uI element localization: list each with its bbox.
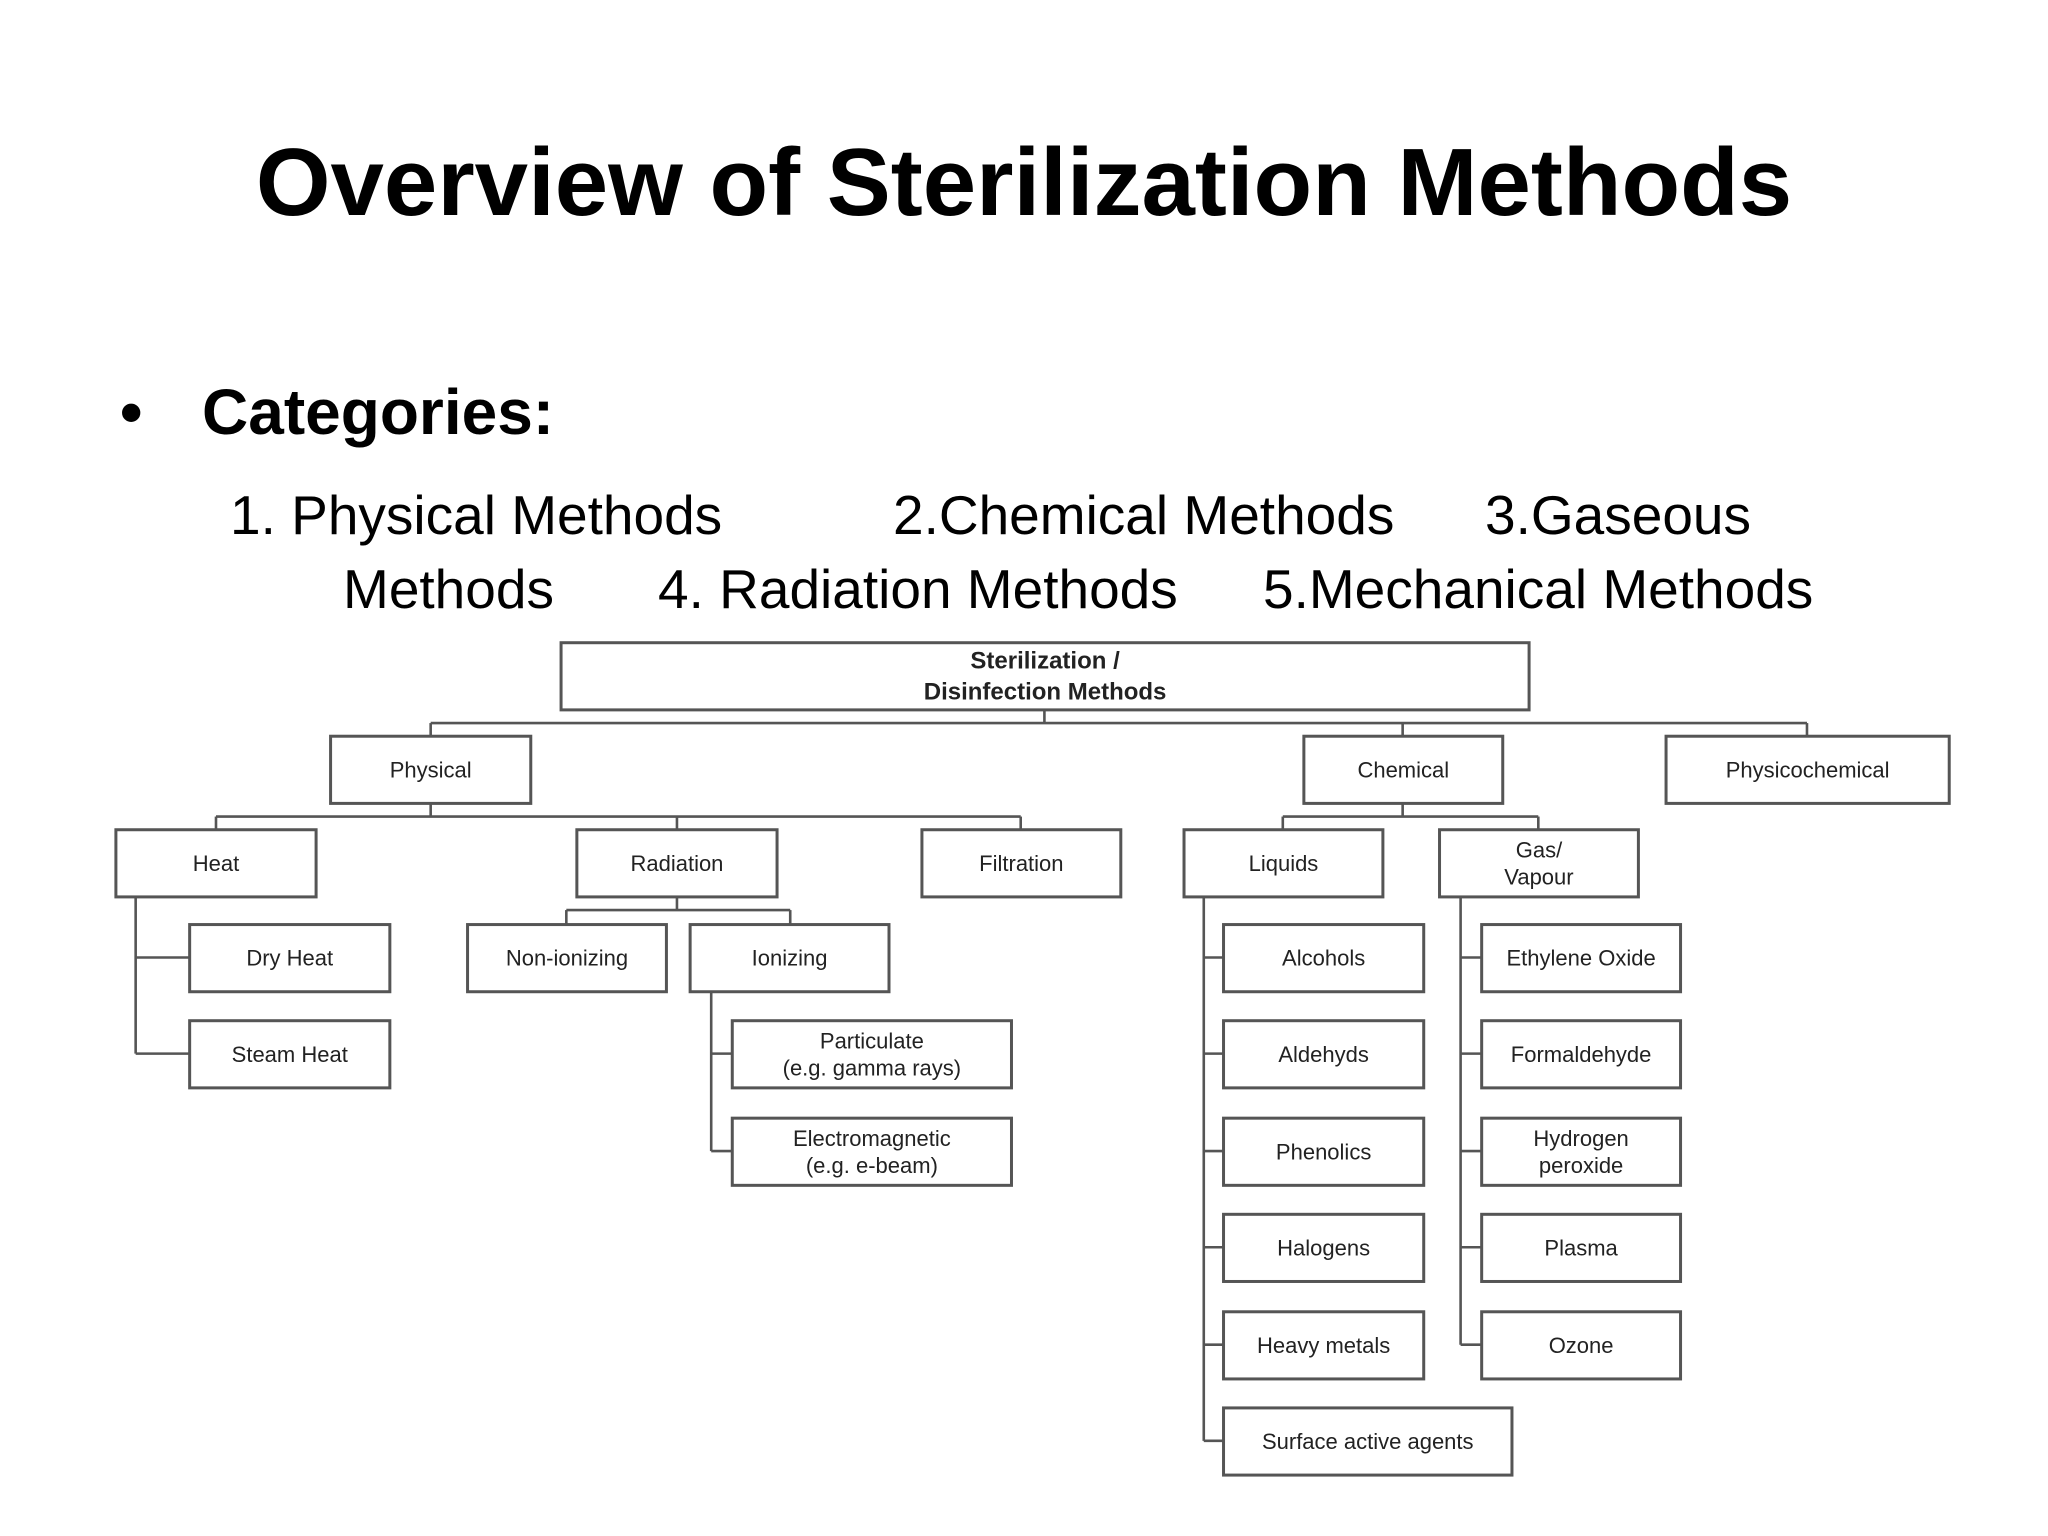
node-label: Plasma [1544, 1235, 1618, 1260]
node-box [1480, 1310, 1683, 1381]
category-chemical: 2.Chemical Methods [893, 484, 1395, 546]
node-box [920, 828, 1123, 899]
category-gaseous: 3.Gaseous [1485, 484, 1752, 546]
node-label: Physicochemical [1726, 757, 1890, 782]
node-label: Non-ionizing [506, 946, 628, 971]
node-physicochemical: Physicochemical [1664, 734, 1951, 805]
node-label: Liquids [1249, 851, 1319, 876]
node-label: Aldehyds [1278, 1042, 1369, 1067]
node-plasma: Plasma [1480, 1212, 1683, 1283]
node-non-ionizing: Non-ionizing [466, 923, 668, 994]
node-label: Disinfection Methods [924, 678, 1167, 705]
node-label: Ionizing [752, 946, 828, 971]
node-alcohols: Alcohols [1222, 923, 1426, 994]
node-ethylene-oxide: Ethylene Oxide [1480, 923, 1683, 994]
node-label: Hydrogen [1533, 1126, 1628, 1151]
node-label: Steam Heat [232, 1042, 348, 1067]
node-label: Ozone [1549, 1333, 1614, 1358]
node-label: Sterilization / [970, 647, 1120, 674]
node-formaldehyde: Formaldehyde [1480, 1019, 1683, 1090]
node-box [1480, 1116, 1683, 1187]
node-label: Heavy metals [1257, 1333, 1390, 1358]
node-label: Ethylene Oxide [1507, 946, 1656, 971]
node-box [575, 828, 779, 899]
tree-connectors [134, 709, 1809, 1443]
node-label: peroxide [1539, 1153, 1623, 1178]
node-box [1222, 1212, 1426, 1283]
node-gas-vapour: Gas/Vapour [1438, 828, 1640, 899]
node-box [1222, 1310, 1426, 1381]
node-label: Heat [193, 851, 239, 876]
node-box [730, 1116, 1013, 1187]
node-box [1480, 923, 1683, 994]
categories-heading: Categories: [202, 376, 555, 448]
node-filtration: Filtration [920, 828, 1123, 899]
node-box [188, 923, 392, 994]
node-heavy-metals: Heavy metals [1222, 1310, 1426, 1381]
node-label: Phenolics [1276, 1139, 1371, 1164]
node-physical: Physical [329, 734, 533, 805]
node-box [1182, 828, 1385, 899]
node-box [1480, 1212, 1683, 1283]
node-label: Chemical [1357, 757, 1449, 782]
node-aldehyds: Aldehyds [1222, 1019, 1426, 1090]
node-box [1480, 1019, 1683, 1090]
node-box [1222, 1116, 1426, 1187]
node-label: Physical [390, 757, 472, 782]
node-dry-heat: Dry Heat [188, 923, 392, 994]
node-halogens: Halogens [1222, 1212, 1426, 1283]
node-ionizing: Ionizing [688, 923, 891, 994]
node-label: Radiation [630, 851, 723, 876]
node-label: (e.g. e-beam) [806, 1153, 938, 1178]
node-box [688, 923, 891, 994]
node-surface-active-agents: Surface active agents [1222, 1406, 1514, 1477]
node-box [329, 734, 533, 805]
node-box [730, 1019, 1013, 1090]
category-mechanical: 5.Mechanical Methods [1263, 558, 1814, 620]
node-radiation: Radiation [575, 828, 779, 899]
node-electromagnetic: Electromagnetic(e.g. e-beam) [730, 1116, 1013, 1187]
node-box [1664, 734, 1951, 805]
node-box [114, 828, 318, 899]
node-label: Halogens [1277, 1235, 1370, 1260]
node-box [1222, 1019, 1426, 1090]
node-box [559, 641, 1531, 712]
node-label: Particulate [820, 1028, 924, 1053]
node-label: (e.g. gamma rays) [783, 1055, 962, 1080]
node-label: Dry Heat [246, 946, 333, 971]
node-label: Formaldehyde [1511, 1042, 1652, 1067]
bullet-icon: • [120, 376, 143, 448]
node-root: Sterilization / Disinfection Methods [559, 641, 1531, 712]
node-label: Alcohols [1282, 946, 1365, 971]
node-steam-heat: Steam Heat [188, 1019, 392, 1090]
node-liquids: Liquids [1182, 828, 1385, 899]
node-label: Vapour [1504, 864, 1573, 889]
node-chemical: Chemical [1302, 734, 1505, 805]
node-box [1302, 734, 1505, 805]
node-box [466, 923, 668, 994]
tree-nodes: Sterilization / Disinfection MethodsPhysi… [114, 641, 1951, 1477]
node-label: Filtration [979, 851, 1063, 876]
node-label: Electromagnetic [793, 1126, 951, 1151]
node-label: Gas/ [1516, 837, 1563, 862]
node-label: Surface active agents [1262, 1429, 1474, 1454]
node-phenolics: Phenolics [1222, 1116, 1426, 1187]
node-box [1222, 1406, 1514, 1477]
node-ozone: Ozone [1480, 1310, 1683, 1381]
node-box [188, 1019, 392, 1090]
category-radiation: 4. Radiation Methods [658, 558, 1178, 620]
node-box [1222, 923, 1426, 994]
category-gaseous-continued: Methods [343, 558, 554, 620]
node-heat: Heat [114, 828, 318, 899]
slide-title: Overview of Sterilization Methods [255, 129, 1793, 236]
node-particulate: Particulate(e.g. gamma rays) [730, 1019, 1013, 1090]
category-physical: 1. Physical Methods [230, 484, 723, 546]
node-box [1438, 828, 1640, 899]
